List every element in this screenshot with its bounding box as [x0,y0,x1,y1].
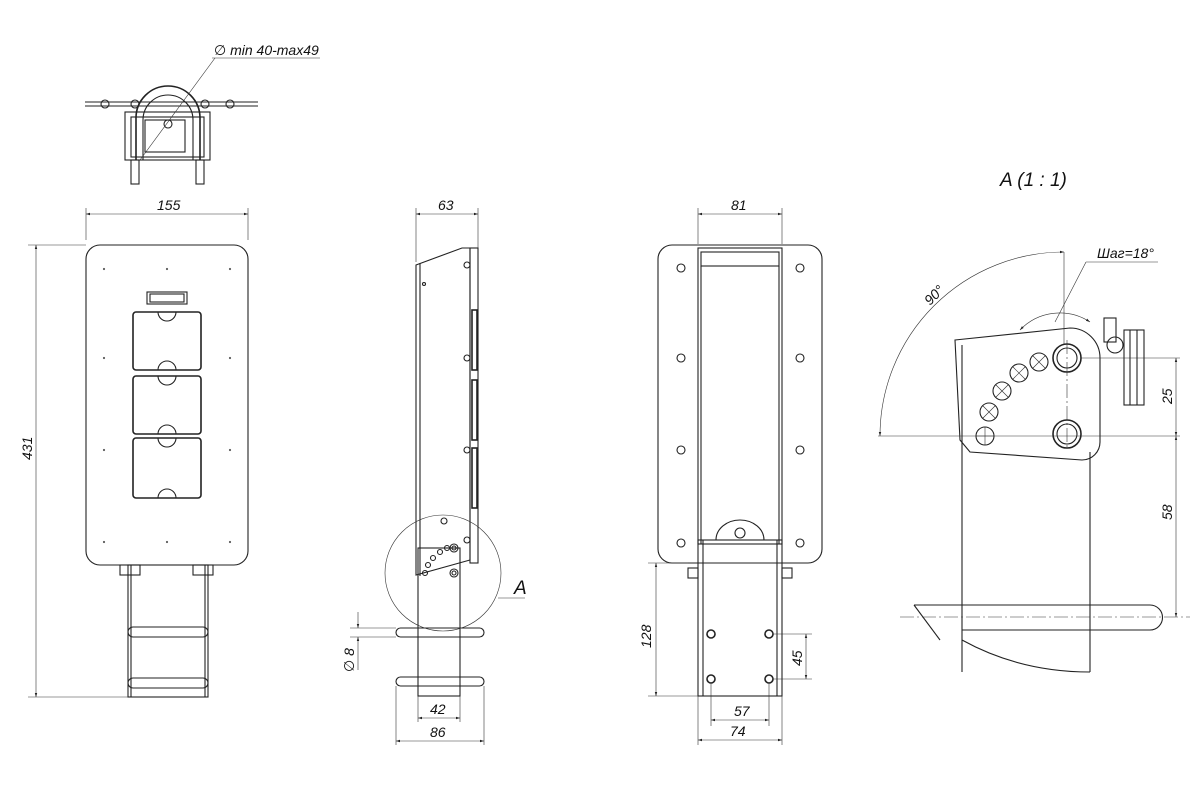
rear-view: 81 128 45 57 74 [638,197,823,745]
side-view: A 63 ∅ 8 42 86 [341,197,527,745]
socket-3 [132,437,202,499]
step-dim: Шаг=18° [1097,245,1154,261]
socket-2 [132,375,202,435]
front-panel [85,244,249,566]
upper-dim: 25 [1159,388,1175,405]
detail-callout: A [513,578,527,599]
base-width-dim: 74 [730,723,746,739]
hole-spacing-h-dim: 57 [734,703,751,719]
lower-dim: 58 [1159,504,1175,520]
hole-spacing-v-dim: 45 [789,650,805,666]
pipe-diameter-dim: ∅ 8 [341,648,357,672]
angle-dim: 90° [921,282,948,309]
detail-view-a: A (1 : 1) [878,170,1190,673]
diameter-note: ∅ min 40-max49 [214,42,319,58]
top-view: ∅ min 40-max49 [85,42,320,185]
base-inner-dim: 42 [430,701,446,717]
detail-title: A (1 : 1) [999,170,1067,191]
bracket-height-dim: 128 [638,624,654,648]
rear-width-dim: 81 [731,197,747,213]
front-view: 155 431 [19,197,249,698]
base-outer-dim: 86 [430,724,446,740]
front-height-dim: 431 [19,437,35,460]
side-width-dim: 63 [438,197,454,213]
socket-1 [132,311,202,371]
front-width-dim: 155 [157,197,181,213]
